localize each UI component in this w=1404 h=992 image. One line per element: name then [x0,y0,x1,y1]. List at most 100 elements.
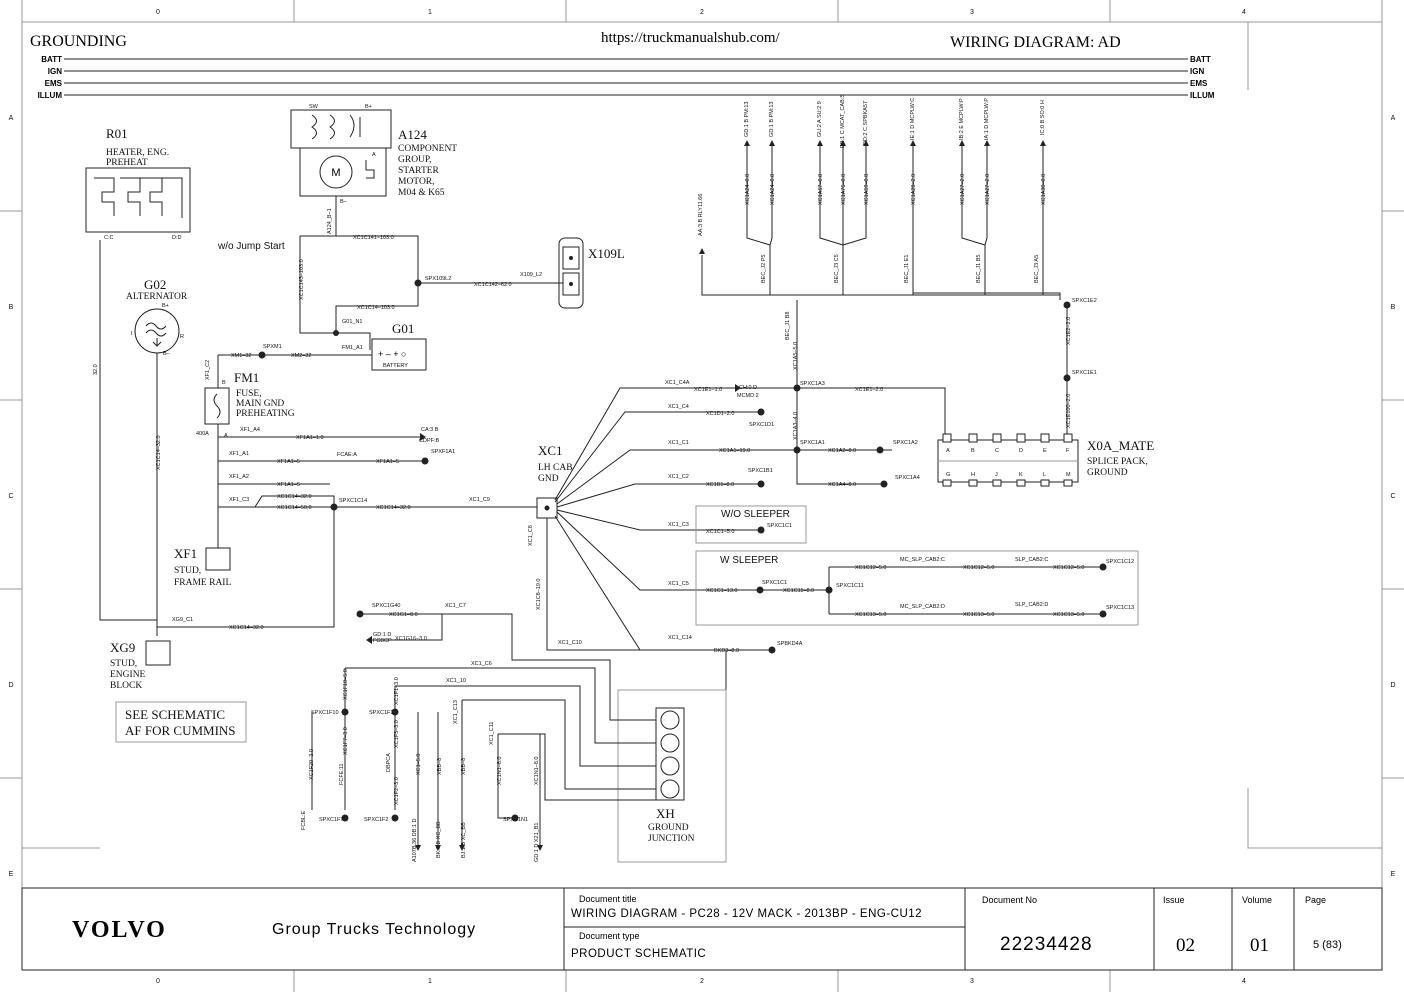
fm1-branches: XF1_A4 XF1A1–1.0 CA:3 B CDPF:B XF1_A1 XF… [218,427,545,511]
component-desc: FUSE, [236,389,262,399]
splice-label: SPXM1 [263,344,282,350]
pin-label: D [1019,448,1023,454]
title-block: VOLVO Group Trucks Technology Document t… [21,887,1383,971]
wire-label: AA:3 B RLY11.66 [698,194,704,236]
wire-label: XF1A1–1.0 [296,435,324,441]
wire-label: BEC_J2 P5 [761,255,767,283]
fuse-rating: 400A [196,431,209,437]
splice-label: SPXC1G40 [372,603,400,609]
wire-label: XC1C8–19.0 [536,579,542,611]
component-desc: M04 & K65 [398,188,445,198]
starter-solenoid [290,109,392,149]
pin-label: B [222,380,226,386]
component-r01: R01 HEATER, ENG. PREHEAT C:C D:D [85,126,191,241]
grid-col-top: 3 [970,9,974,16]
splice-label: SPXC1F2 [364,817,388,823]
splice-label: SPXC1A3 [800,381,825,387]
wire-label: XC1A5–5.0 [793,342,799,370]
splice-label: SPXC1F7 [319,817,343,823]
component-desc: GND [538,474,559,484]
rail-label-ign: IGN [48,67,62,76]
pin-label: C [995,448,999,454]
w-sleeper-group: W SLEEPER XC1_C5 XC1C1–13.0 SPXC1C1 XC1C… [668,550,1139,626]
pin-label: F [1066,448,1070,454]
grid-row-right: A [1391,115,1396,122]
wire-label: XC1_C7 [445,603,466,609]
wire-label: XC1C12–5.0 [855,565,887,571]
diagram-title: WIRING DIAGRAM: AD [950,34,1121,51]
wire-label: XC1D1–2.0 [706,411,734,417]
component-desc: BLOCK [110,681,142,691]
wire-label: A124_B–1 [327,208,333,234]
splice-label: SPXC1N1 [503,817,528,823]
wire-label: XC1N1–8.0 [534,757,540,785]
rail-label-ems: EMS [45,79,63,88]
wire-label: XC1B1–8.0 [706,482,734,488]
pin-label: B [971,448,975,454]
wire-label: XC1A4–8.0 [828,482,856,488]
grid-col-bottom: 1 [428,978,432,985]
splice-point [1099,610,1107,618]
wire-label: XC1F3–3.0 [394,720,400,748]
grid-row-right: C [1390,493,1395,500]
component-desc: FRAME RAIL [174,578,231,588]
splice-label: SPXC1C1 [767,523,792,529]
splice-point [333,330,339,336]
heater-body [85,167,191,233]
wire-label: XC1_C4 [668,404,689,410]
component-desc: GROUP, [398,155,432,165]
volume-label: Volume [1242,895,1272,905]
wire-label: XC1_C14 [668,635,692,641]
pin-label: L [1043,472,1046,478]
grid-row-left: A [9,115,14,122]
wire-label: XC1C142–62.0 [474,282,512,288]
rail-label-ign: IGN [1190,67,1204,76]
wire-label: XC1A27–2.0 [985,174,991,205]
wire-label: XC1_C5 [668,581,689,587]
wire-label: BEC_J1 B5 [976,255,982,283]
wire-label: XC1F7–3.0 [343,727,349,755]
splice-point [1063,301,1071,309]
pin-label: H [971,472,975,478]
pin-label: R [180,334,184,340]
stud-body [205,547,231,571]
pin-label: K [1019,472,1023,478]
wire-label: XC1A3–4.0 [793,412,799,440]
wire-label: IA:1 D MCPLW:P [984,98,990,140]
splice-label: SPXC1A2 [893,440,918,446]
rail-label-batt: BATT [41,55,62,64]
grid-row-left: D [8,682,13,689]
wo-sleeper-group: W/O SLEEPER XC1_C3 XC1C1–5.0 SPXC1C1 [668,505,807,544]
page-number: 5 (83) [1313,939,1342,951]
grid-col-top: 4 [1242,9,1246,16]
wire-label: XC1C13–5.0 [855,612,887,618]
wire-label: XC1A2–8.0 [828,448,856,454]
wire-label: XF1_C2 [205,360,211,380]
wire-label: GU:2 A SU:2 9 [817,101,823,137]
splice-label: SPXC1D1 [749,422,774,428]
wire-label: A107B.36 DB:1 D [412,819,418,862]
splice-label: SPBKD4A [777,641,803,647]
wire-label: XC1E1–1.0 [694,387,722,393]
wire-label: XC1C14–32.0 [277,494,312,500]
wire-label: XC1E1–2.0 [855,387,883,393]
rail-label-illum: ILLUM [38,91,63,100]
wire-label: XC1_C2 [668,474,689,480]
rail-label-ems: EMS [1190,79,1208,88]
doc-no-label: Document No [982,895,1037,905]
pin-label: M [1066,472,1071,478]
wire-label: DD:2 C SPBKA57 [863,101,869,145]
splice-label: SPXC1A4 [895,475,920,481]
wire-label: XC1_10 [446,678,466,684]
wire-label: XC1A30–0.8 [1041,174,1047,205]
component-desc: MAIN GND [236,399,284,409]
wire-label: XC1C13–5.0 [963,612,995,618]
stud-body [145,640,171,666]
wire-label: XC1F2–3.0 [394,777,400,805]
splice-point [1099,563,1107,571]
wire-label: XC1A1–19.0 [719,448,750,454]
volume: 01 [1250,935,1269,956]
wire-label: 32.0 [93,364,99,375]
